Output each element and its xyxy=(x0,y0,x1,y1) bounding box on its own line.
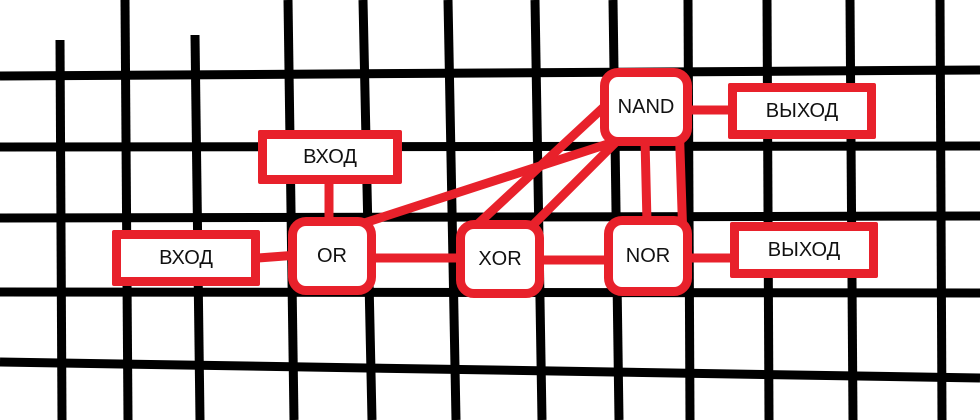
output-box-bottom: ВЫХОД xyxy=(730,222,878,278)
output-label: ВЫХОД xyxy=(765,99,839,122)
wire-nand-to-nor-a xyxy=(640,135,652,227)
gate-label: NAND xyxy=(617,95,675,118)
gate-or: OR xyxy=(288,217,376,295)
gate-xor: XOR xyxy=(456,220,544,298)
gate-nand: NAND xyxy=(600,68,692,146)
gate-label: NOR xyxy=(625,244,671,267)
wire-xor-to-nand-a xyxy=(461,87,625,240)
gate-label: OR xyxy=(317,244,347,267)
wire-xor-to-nand-b xyxy=(525,131,627,233)
input-label: ВХОД xyxy=(159,246,213,269)
wire-or-to-nand xyxy=(350,135,625,231)
output-label: ВЫХОД xyxy=(767,238,841,261)
gate-label: XOR xyxy=(478,247,522,270)
input-box-left: ВХОД xyxy=(112,230,260,286)
gate-nor: NOR xyxy=(604,216,692,296)
input-label: ВХОД xyxy=(303,145,357,168)
output-box-top: ВЫХОД xyxy=(728,83,876,139)
input-box-top: ВХОД xyxy=(258,130,402,184)
